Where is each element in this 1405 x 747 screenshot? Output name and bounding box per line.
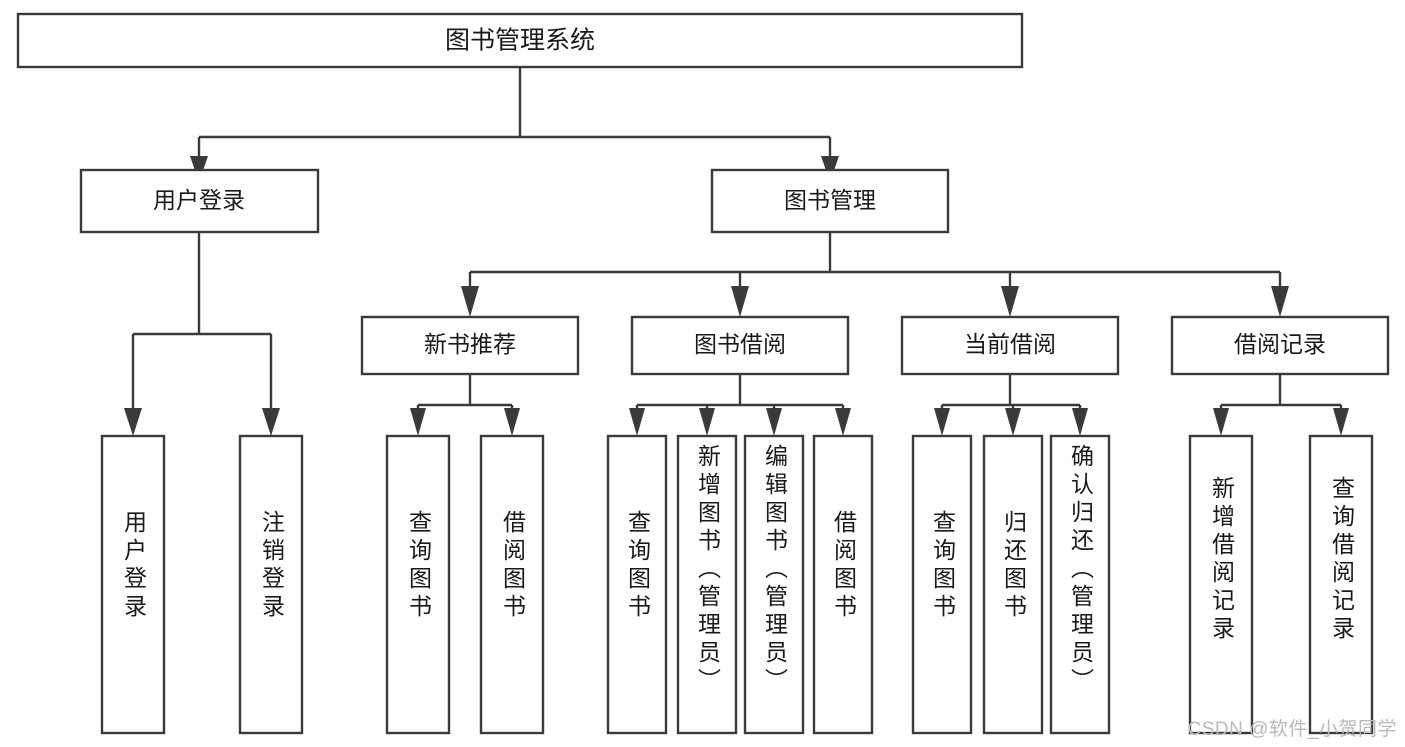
arrow-icon-leaf-user-login xyxy=(124,408,142,436)
arrow-icon-to-current-borrow xyxy=(1001,286,1019,317)
node-borrow-record-box[interactable] xyxy=(1170,315,1390,376)
watermark-text: CSDN @软件_小贺同学 xyxy=(1187,719,1397,740)
node-book-borrow-box[interactable] xyxy=(630,315,850,376)
arrow-icon-leaf-bb-2 xyxy=(699,408,715,436)
node-root-box[interactable] xyxy=(16,12,1024,69)
node-current-borrow-box[interactable] xyxy=(900,315,1120,376)
arrow-icon-leaf-bb-1 xyxy=(629,408,645,436)
arrow-icon-leaf-cb-1 xyxy=(934,408,950,436)
arrow-icon-leaf-cb-2 xyxy=(1005,408,1021,436)
leaf-box[interactable] xyxy=(1049,434,1111,735)
leaf-box[interactable] xyxy=(1308,434,1374,735)
node-book-mgmt-box[interactable] xyxy=(710,168,950,234)
leaf-box[interactable] xyxy=(743,434,805,735)
arrow-icon-leaf-bb-3 xyxy=(766,408,782,436)
leaf-box[interactable] xyxy=(479,434,545,735)
node-label-new-book: 新书推荐 xyxy=(424,331,516,357)
arrow-icon-to-new-book xyxy=(461,286,479,317)
node-label-root: 图书管理系统 xyxy=(445,27,595,55)
arrow-icon-to-borrow-record xyxy=(1271,286,1289,317)
leaf-box[interactable] xyxy=(385,434,451,735)
node-label-book-mgmt: 图书管理 xyxy=(784,187,876,213)
node-new-book-box[interactable] xyxy=(360,315,580,376)
node-label-book-borrow: 图书借阅 xyxy=(694,331,786,357)
node-label-borrow-record: 借阅记录 xyxy=(1234,331,1326,357)
node-label-layer: 图书管理系统 用户登录 图书管理 新书推荐 图书借阅 当前借阅 借阅记录 xyxy=(153,27,1326,357)
node-box-layer xyxy=(16,12,1390,735)
arrow-icon-to-book-borrow xyxy=(731,286,749,317)
leaf-box[interactable] xyxy=(676,434,738,735)
arrow-icon-leaf-cb-3 xyxy=(1072,408,1088,436)
leaf-box[interactable] xyxy=(1188,434,1254,735)
node-label-current-borrow: 当前借阅 xyxy=(964,331,1056,357)
leaf-box[interactable] xyxy=(911,434,973,735)
arrow-icon-leaf-bb-4 xyxy=(835,408,851,436)
leaf-box[interactable] xyxy=(812,434,874,735)
leaf-box[interactable] xyxy=(606,434,668,735)
arrow-icon-leaf-logout xyxy=(262,408,280,436)
node-user-login-box[interactable] xyxy=(79,168,320,234)
leaf-box[interactable] xyxy=(982,434,1044,735)
node-label-user-login: 用户登录 xyxy=(153,187,245,213)
arrow-icon-leaf-br-1 xyxy=(1213,408,1229,436)
arrow-icon-leaf-br-2 xyxy=(1333,408,1349,436)
leaf-box[interactable] xyxy=(100,434,166,735)
leaf-box[interactable] xyxy=(238,434,304,735)
arrow-icon-leaf-nb-2 xyxy=(504,408,520,436)
arrow-icon-leaf-nb-1 xyxy=(410,408,426,436)
arrowhead-layer xyxy=(124,156,1349,436)
